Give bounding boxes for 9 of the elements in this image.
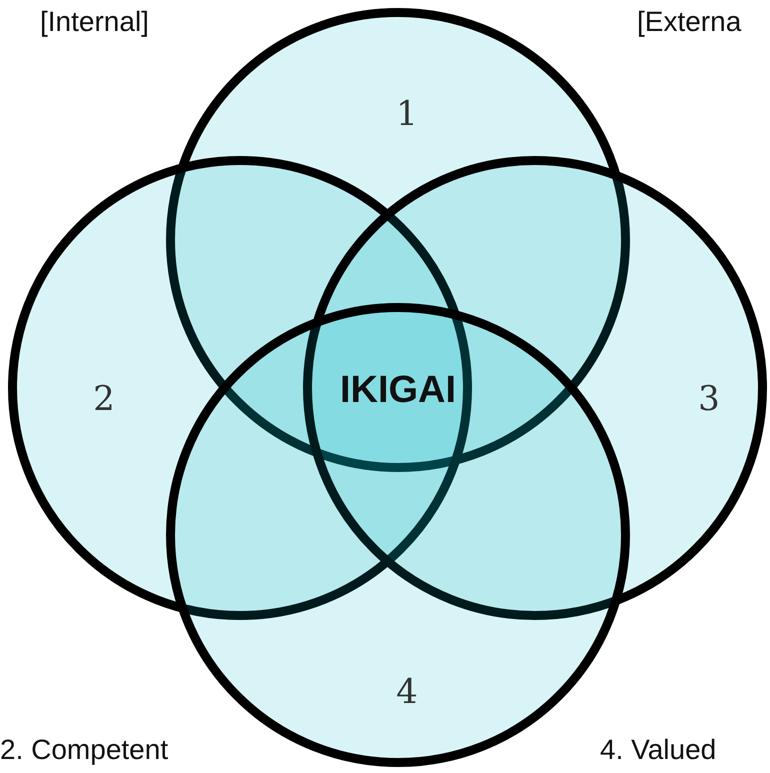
corner-label: 4. Valued (600, 736, 716, 764)
corner-label: [Externa (637, 8, 742, 36)
circle-number: 2 (93, 382, 115, 416)
circle-number: 4 (396, 675, 418, 709)
circle-number: 1 (396, 97, 418, 131)
corner-label: [Internal] (40, 8, 149, 36)
center-label: IKIGAI (340, 371, 456, 409)
circle-number: 3 (698, 382, 720, 416)
corner-label: 2. Competent (0, 736, 168, 764)
